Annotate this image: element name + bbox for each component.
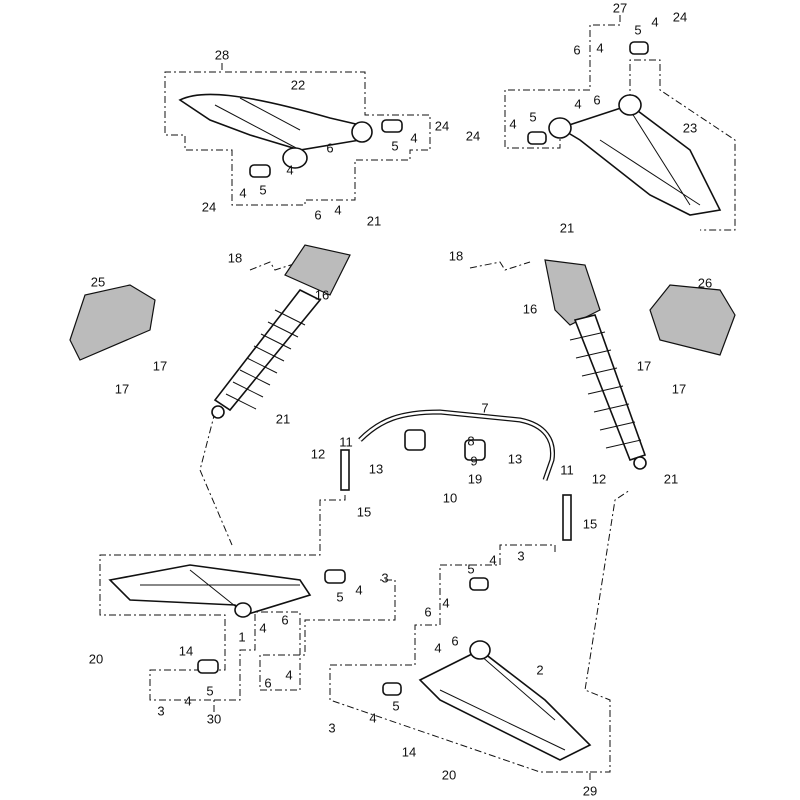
part-callout-30: 30	[206, 711, 222, 727]
part-callout-17: 17	[636, 358, 652, 374]
part-callout-28: 28	[214, 47, 230, 63]
part-callout-6: 6	[281, 612, 289, 628]
part-callout-4: 4	[239, 185, 247, 201]
group-box-27	[504, 15, 736, 231]
part-callout-4: 4	[596, 40, 604, 56]
part-callout-14: 14	[178, 643, 194, 659]
part-callout-4: 4	[442, 595, 450, 611]
part-callout-21: 21	[559, 220, 575, 236]
right-shock-absorber	[544, 259, 647, 470]
part-callout-17: 17	[671, 381, 687, 397]
part-callout-5: 5	[336, 589, 344, 605]
stabilizer-bar	[358, 409, 556, 481]
part-callout-2: 2	[536, 662, 544, 678]
part-callout-25: 25	[90, 274, 106, 290]
part-callout-4: 4	[334, 202, 342, 218]
part-callout-17: 17	[114, 381, 130, 397]
part-callout-22: 22	[290, 77, 306, 93]
part-callout-24: 24	[201, 199, 217, 215]
part-callout-15: 15	[356, 504, 372, 520]
part-callout-4: 4	[259, 620, 267, 636]
part-callout-3: 3	[157, 703, 165, 719]
part-callout-3: 3	[517, 548, 525, 564]
part-callout-6: 6	[573, 42, 581, 58]
part-callout-20: 20	[441, 767, 457, 783]
part-callout-24: 24	[434, 118, 450, 134]
part-callout-3: 3	[328, 720, 336, 736]
part-callout-16: 16	[314, 287, 330, 303]
part-callout-26: 26	[697, 275, 713, 291]
left-shock-absorber	[211, 244, 351, 419]
part-callout-4: 4	[651, 14, 659, 30]
part-callout-13: 13	[507, 451, 523, 467]
part-callout-7: 7	[481, 400, 489, 416]
part-callout-11: 11	[339, 434, 353, 450]
part-callout-6: 6	[326, 140, 334, 156]
part-callout-14: 14	[401, 744, 417, 760]
part-callout-4: 4	[355, 582, 363, 598]
group-box-29	[329, 544, 591, 780]
lower-right-a-arm	[382, 577, 592, 761]
part-callout-3: 3	[381, 570, 389, 586]
part-callout-15: 15	[582, 516, 598, 532]
part-callout-4: 4	[286, 162, 294, 178]
part-callout-16: 16	[522, 301, 538, 317]
part-callout-24: 24	[672, 9, 688, 25]
part-callout-5: 5	[391, 138, 399, 154]
part-callout-27: 27	[612, 0, 628, 16]
upper-left-a-arm	[178, 93, 403, 178]
part-callout-29: 29	[582, 783, 598, 799]
part-callout-5: 5	[529, 109, 537, 125]
part-callout-5: 5	[206, 683, 214, 699]
lower-left-a-arm	[108, 564, 346, 674]
part-callout-1: 1	[238, 629, 246, 645]
part-callout-6: 6	[424, 604, 432, 620]
part-callout-4: 4	[369, 710, 377, 726]
part-callout-21: 21	[366, 213, 382, 229]
part-callout-19: 19	[467, 471, 483, 487]
part-callout-10: 10	[442, 490, 458, 506]
group-box-29b	[584, 489, 631, 773]
part-callout-4: 4	[574, 96, 582, 112]
part-callout-6: 6	[593, 92, 601, 108]
part-callout-24: 24	[465, 128, 481, 144]
part-callout-5: 5	[392, 698, 400, 714]
group-box-30b	[214, 579, 396, 701]
part-callout-11: 11	[560, 462, 574, 478]
upper-right-a-arm	[527, 41, 722, 216]
right-guard	[649, 284, 736, 356]
part-callout-17: 17	[152, 358, 168, 374]
part-callout-4: 4	[434, 640, 442, 656]
part-callout-21: 21	[663, 471, 679, 487]
part-callout-12: 12	[310, 446, 326, 462]
part-callout-6: 6	[314, 207, 322, 223]
group-box-30	[99, 495, 346, 712]
part-callout-6: 6	[264, 675, 272, 691]
part-callout-5: 5	[467, 561, 475, 577]
part-callout-4: 4	[509, 116, 517, 132]
part-callout-4: 4	[489, 552, 497, 568]
part-callout-20: 20	[88, 651, 104, 667]
part-callout-6: 6	[451, 633, 459, 649]
part-callout-9: 9	[470, 453, 478, 469]
part-callout-12: 12	[591, 471, 607, 487]
part-callout-4: 4	[410, 130, 418, 146]
part-callout-4: 4	[285, 667, 293, 683]
part-callout-13: 13	[368, 461, 384, 477]
part-callout-21: 21	[275, 411, 291, 427]
part-callout-18: 18	[448, 248, 464, 264]
part-callout-23: 23	[682, 120, 698, 136]
part-callout-5: 5	[634, 22, 642, 38]
part-callout-5: 5	[259, 182, 267, 198]
part-callout-18: 18	[227, 250, 243, 266]
part-callout-4: 4	[184, 693, 192, 709]
left-guard	[69, 284, 156, 361]
part-callout-8: 8	[467, 433, 475, 449]
